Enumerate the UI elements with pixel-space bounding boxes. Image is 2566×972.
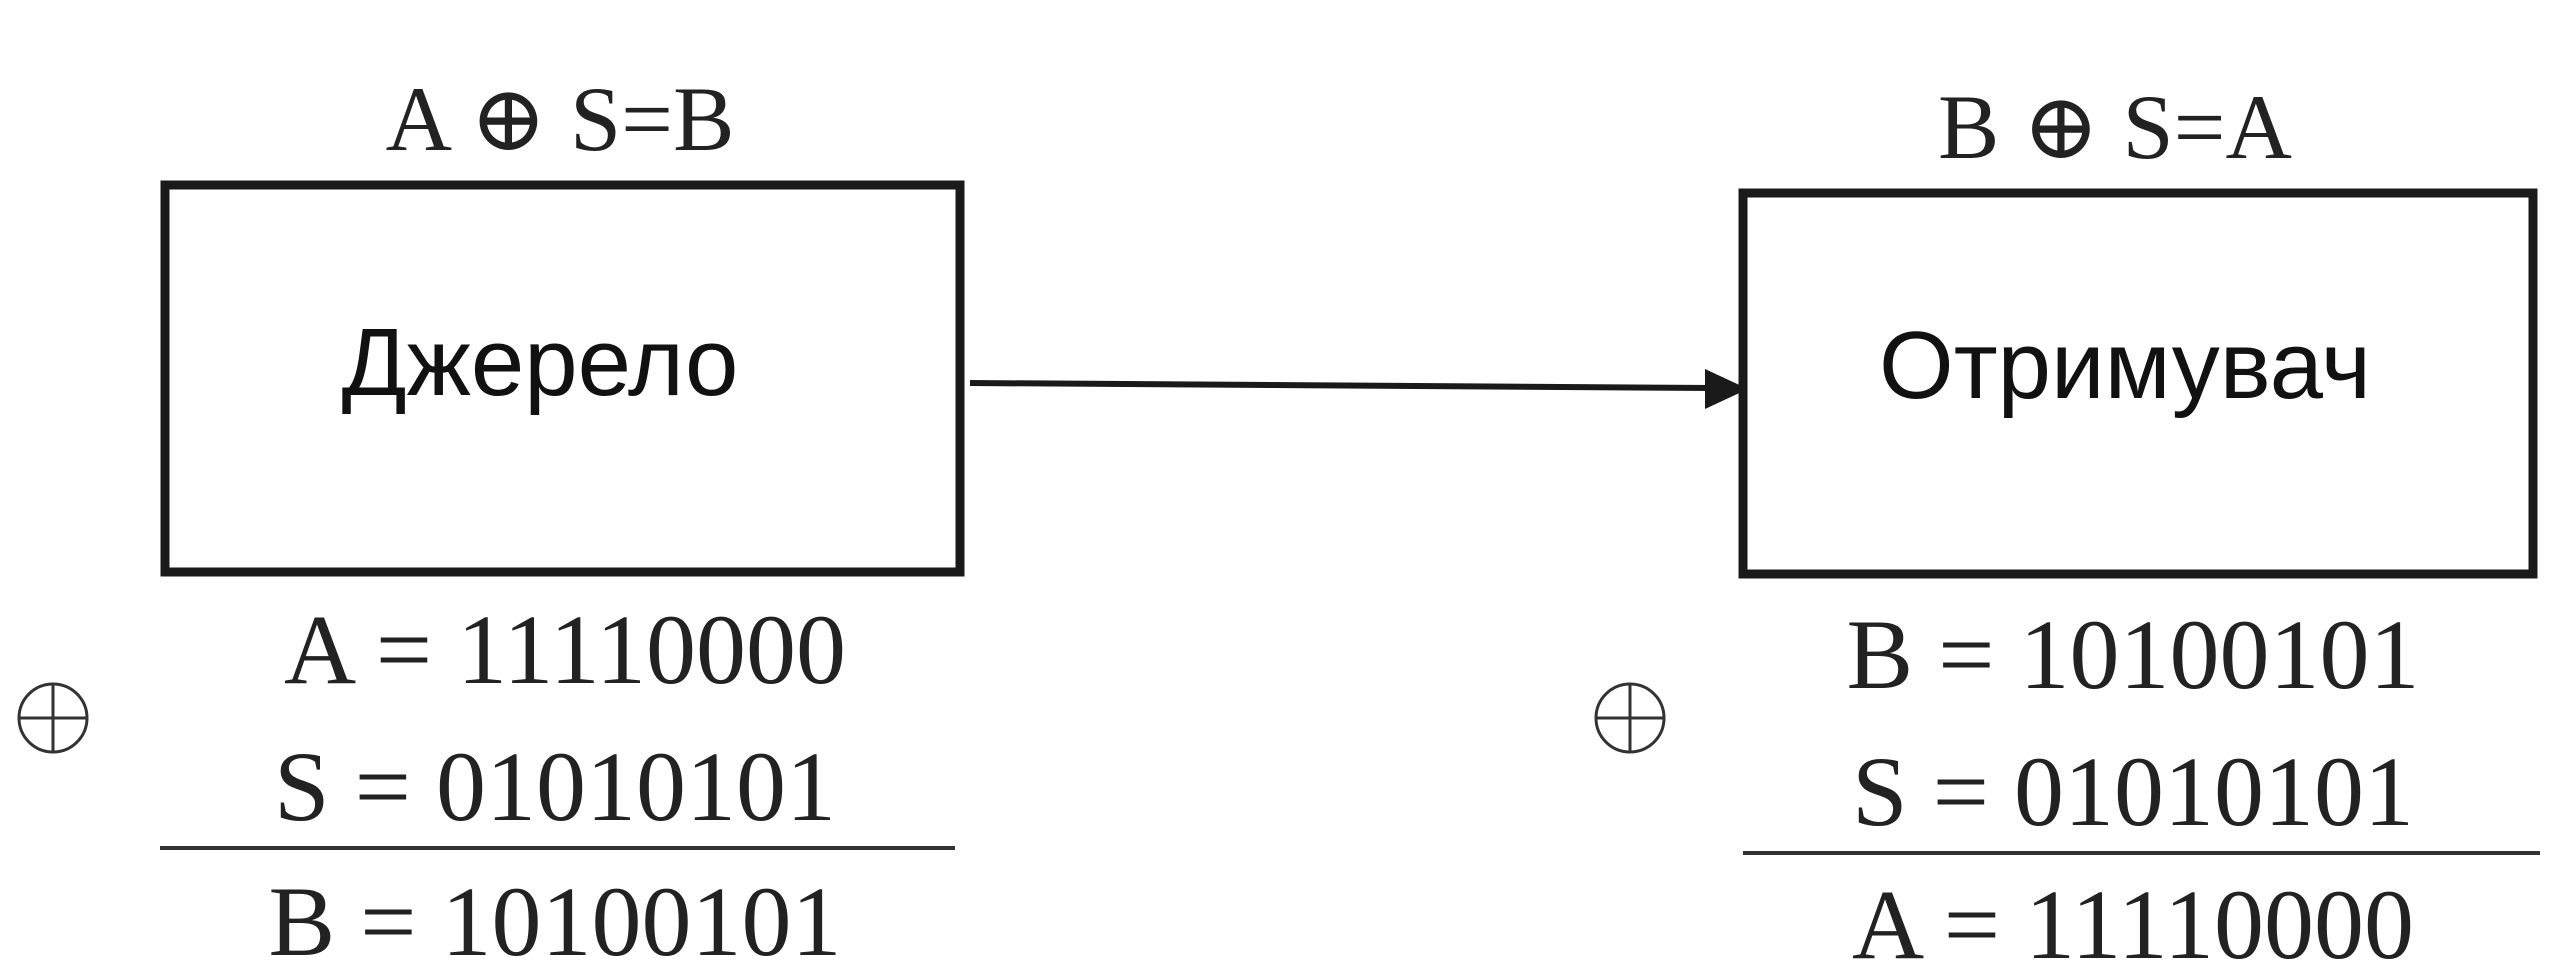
source-equation: A ⊕ S=B xyxy=(386,68,735,170)
receiver-result: A = 11110000 xyxy=(1852,869,2414,972)
source-calc-line-1: A = 11110000 xyxy=(284,594,846,705)
arrow-right-icon xyxy=(969,369,1748,409)
circled-plus-icon xyxy=(17,682,89,754)
receiver-group: B ⊕ S=A Отримувач B = 10100101 S = 01010… xyxy=(1594,76,2540,972)
circled-plus-icon xyxy=(1594,682,1666,754)
source-label: Джерело xyxy=(342,309,739,416)
source-calc-line-2: S = 01010101 xyxy=(274,731,836,842)
source-result: B = 10100101 xyxy=(268,866,841,972)
source-box xyxy=(160,180,965,577)
receiver-equation: B ⊕ S=A xyxy=(1938,76,2292,178)
receiver-calc-line-1: B = 10100101 xyxy=(1846,599,2419,710)
receiver-label: Отримувач xyxy=(1879,312,2371,419)
source-group: A ⊕ S=B Джерело A = 11110000 S = 0101010… xyxy=(17,68,965,972)
receiver-calc-line-2: S = 01010101 xyxy=(1852,736,2414,847)
receiver-box xyxy=(1738,188,2538,579)
